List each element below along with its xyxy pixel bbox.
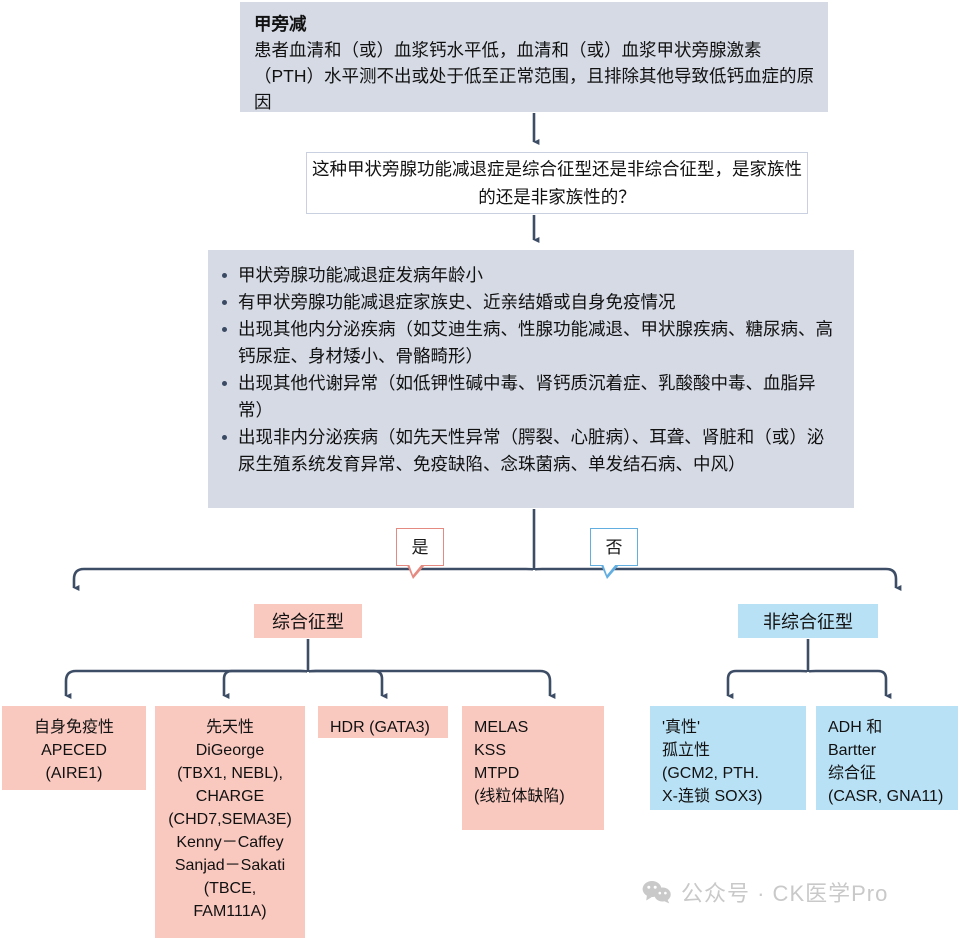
watermark-text: 公众号 · CK医学Pro <box>681 881 889 906</box>
connector-syn-to-mito <box>306 669 556 699</box>
branch-syndromic: 综合征型 <box>254 604 362 638</box>
question-text: 这种甲状旁腺功能减退症是综合征型还是非综合征型，是家族性的还是非家族性的？ <box>312 159 802 207</box>
branch-nonsyndromic-label: 非综合征型 <box>763 612 853 632</box>
watermark: 公众号 · CK医学Pro <box>642 876 888 908</box>
callout-tail-icon <box>601 564 619 579</box>
wechat-icon <box>642 881 671 904</box>
leaf-adh-bartter: ADH 和 Bartter 综合征 (CASR, GNA11) <box>816 706 958 810</box>
leaf-hdr-gata3: HDR (GATA3) <box>318 706 448 738</box>
leaf-text: MELAS KSS MTPD (线粒体缺陷) <box>474 719 565 805</box>
criteria-box: 甲状旁腺功能减退症发病年龄小 有甲状旁腺功能减退症家族史、近亲结婚或自身免疫情况… <box>208 250 854 508</box>
leaf-text: HDR (GATA3) <box>330 719 430 736</box>
leaf-text: 自身免疫性 APECED (AIRE1) <box>33 719 114 782</box>
connector-syn-to-apeced <box>64 669 310 699</box>
connector-nonsyn-to-true <box>726 669 810 699</box>
definition-box: 甲旁减 患者血清和（或）血浆钙水平低，血清和（或）血浆甲状旁腺激素（PTH）水平… <box>240 2 828 112</box>
connector-split-right <box>532 567 902 591</box>
leaf-autoimmune-apeced: 自身免疫性 APECED (AIRE1) <box>2 706 146 790</box>
leaf-text: 先天性 DiGeorge (TBX1, NEBL), CHARGE (CHD7,… <box>168 719 292 920</box>
callout-tail-icon <box>407 564 425 579</box>
list-item: 出现其他内分泌疾病（如艾迪生病、性腺功能减退、甲状腺疾病、糖尿病、高钙尿症、身材… <box>218 316 840 370</box>
leaf-congenital: 先天性 DiGeorge (TBX1, NEBL), CHARGE (CHD7,… <box>155 706 305 938</box>
branch-label-yes-text: 是 <box>411 537 429 557</box>
branch-label-no-text: 否 <box>605 537 623 557</box>
list-item: 出现其他代谢异常（如低钾性碱中毒、肾钙质沉着症、乳酸酸中毒、血脂异常） <box>218 370 840 424</box>
connector-split-left <box>72 567 536 591</box>
leaf-true-isolated: '真性' 孤立性 (GCM2, PTH. X-连锁 SOX3) <box>650 706 806 810</box>
branch-nonsyndromic: 非综合征型 <box>738 604 878 638</box>
connector-syn-to-hdr <box>306 669 388 699</box>
branch-label-no: 否 <box>590 528 638 579</box>
branch-syndromic-label: 综合征型 <box>272 612 344 632</box>
question-box: 这种甲状旁腺功能减退症是综合征型还是非综合征型，是家族性的还是非家族性的？ <box>306 152 808 214</box>
connector-syn-to-congenital <box>222 669 310 699</box>
list-item: 甲状旁腺功能减退症发病年龄小 <box>218 262 840 289</box>
criteria-list: 甲状旁腺功能减退症发病年龄小 有甲状旁腺功能减退症家族史、近亲结婚或自身免疫情况… <box>218 262 840 478</box>
list-item: 出现非内分泌疾病（如先天性异常（腭裂、心脏病）、耳聋、肾脏和（或）泌尿生殖系统发… <box>218 424 840 478</box>
connector-nonsyn-to-adh <box>806 669 892 699</box>
branch-label-yes: 是 <box>396 528 444 579</box>
leaf-text: ADH 和 Bartter 综合征 (CASR, GNA11) <box>828 719 944 805</box>
leaf-mitochondrial: MELAS KSS MTPD (线粒体缺陷) <box>462 706 604 830</box>
list-item: 有甲状旁腺功能减退症家族史、近亲结婚或自身免疫情况 <box>218 289 840 316</box>
leaf-text: '真性' 孤立性 (GCM2, PTH. X-连锁 SOX3) <box>662 719 763 805</box>
definition-title: 甲旁减 <box>254 14 307 34</box>
definition-body: 患者血清和（或）血浆钙水平低，血清和（或）血浆甲状旁腺激素（PTH）水平测不出或… <box>254 40 814 112</box>
